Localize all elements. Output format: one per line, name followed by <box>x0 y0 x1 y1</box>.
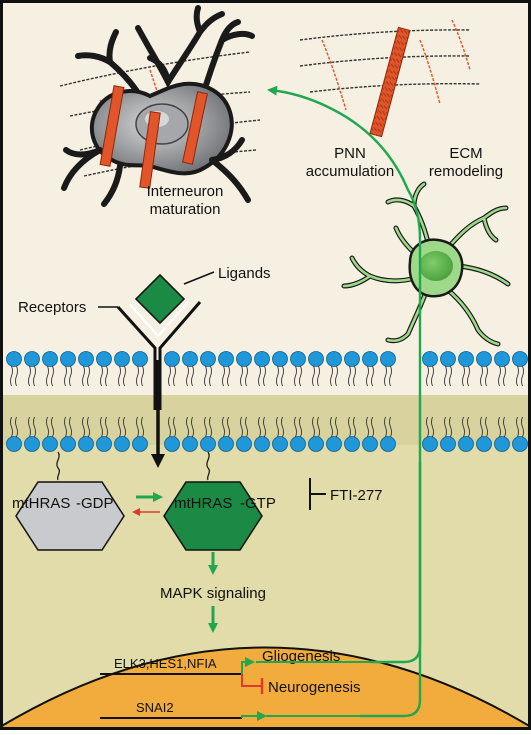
ligand-pointer <box>183 271 215 285</box>
mthras-gtp-hexagon <box>163 481 263 551</box>
pnn-label-2: accumulation <box>306 163 394 180</box>
tf-genes-label: ELK3,HES1,NFIA <box>114 656 217 671</box>
mthras-gtp-name: mtHRAS <box>174 495 232 512</box>
gdp-suffix: -GDP <box>76 495 114 512</box>
ecm-fiber-icon <box>299 19 481 111</box>
mthras-gdp-name: mtHRAS <box>12 495 70 512</box>
ecm-label-2: remodeling <box>429 163 503 180</box>
gtp-anchor <box>206 451 211 481</box>
gliogenesis-label: Gliogenesis <box>262 648 340 665</box>
mapk-label: MAPK signaling <box>160 585 266 602</box>
gliogenesis-to-maturation-arrow <box>267 85 422 664</box>
snai2-promoter-arrow <box>241 711 267 721</box>
ecm-fiber-icon <box>369 26 411 138</box>
mthras-gdp-hexagon <box>15 481 125 551</box>
neurogenesis-inhibit-arrow <box>241 674 262 687</box>
ligands-label: Ligands <box>218 265 271 282</box>
receptors-label: Receptors <box>18 299 86 316</box>
interneuron-icon <box>61 5 255 207</box>
snai2-label: SNAI2 <box>136 700 174 715</box>
inhibitor-label: FTI-277 <box>330 487 383 504</box>
gdp-anchor <box>56 451 61 481</box>
pnn-label-1: PNN <box>334 145 366 162</box>
neurogenesis-label: Neurogenesis <box>268 679 361 696</box>
interneuron-label-1: Interneuron <box>147 183 224 200</box>
ligand-icon <box>134 273 186 325</box>
gtp-suffix: -GTP <box>240 495 276 512</box>
ecm-label-1: ECM <box>449 145 482 162</box>
interneuron-label-2: maturation <box>150 201 221 218</box>
cell-membrane <box>6 351 528 452</box>
receptor-inner <box>129 301 189 338</box>
receptor-icon <box>116 301 202 410</box>
snai2-feedback-line <box>360 462 422 718</box>
nucleus <box>0 646 531 731</box>
gliogenesis-promoter-arrow <box>241 657 255 674</box>
